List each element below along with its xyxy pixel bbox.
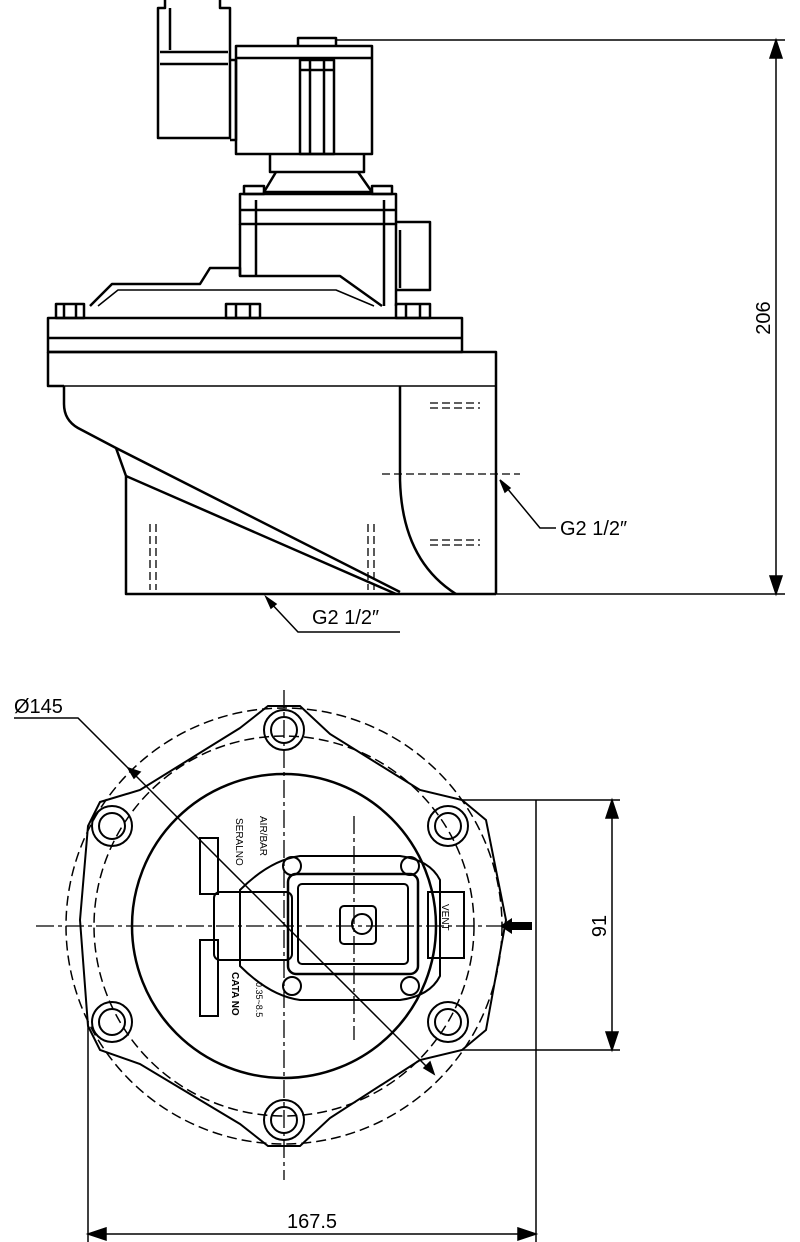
solenoid-coil [234, 36, 374, 156]
side-dimensions [264, 37, 785, 633]
solenoid-connector [156, 0, 238, 142]
vent-label: VENT [439, 904, 450, 931]
serial-no-label: SERALNO [233, 818, 244, 866]
air-bar-label: AIR/BAR [257, 816, 268, 856]
height-small-label: 91 [589, 915, 611, 937]
valve-flange [46, 316, 464, 354]
flange-outline [78, 705, 508, 1147]
valve-bonnet [238, 192, 432, 306]
plan-dimensions [85, 797, 620, 1242]
bolt-circle [93, 735, 475, 1117]
diaphragm-cover [89, 266, 383, 308]
bottom-outlet-thread-label: G2 1/2″ [312, 607, 379, 629]
height-dimension: 206 [753, 301, 775, 334]
side-view [46, 0, 520, 596]
cata-no-label: CATA NO [229, 972, 240, 1016]
name-plate-bottom [199, 939, 219, 1017]
plan-view [14, 690, 532, 1180]
name-plate-top [199, 837, 219, 895]
cover-circle [130, 772, 438, 1080]
pressure-label: 0.35~8.5 [254, 982, 264, 1017]
pilot-assembly [213, 855, 465, 1001]
valve-neck [242, 154, 394, 196]
diameter-leader [14, 717, 436, 1076]
side-outlet-thread-label: G2 1/2″ [560, 518, 627, 540]
valve-body [46, 350, 498, 596]
bolt-heads [91, 709, 469, 1141]
centerlines [36, 690, 520, 1180]
diameter-label: Ø145 [14, 696, 63, 718]
hidden-threads [149, 402, 520, 590]
width-label: 167.5 [287, 1211, 337, 1233]
inlet-arrow [500, 918, 532, 934]
